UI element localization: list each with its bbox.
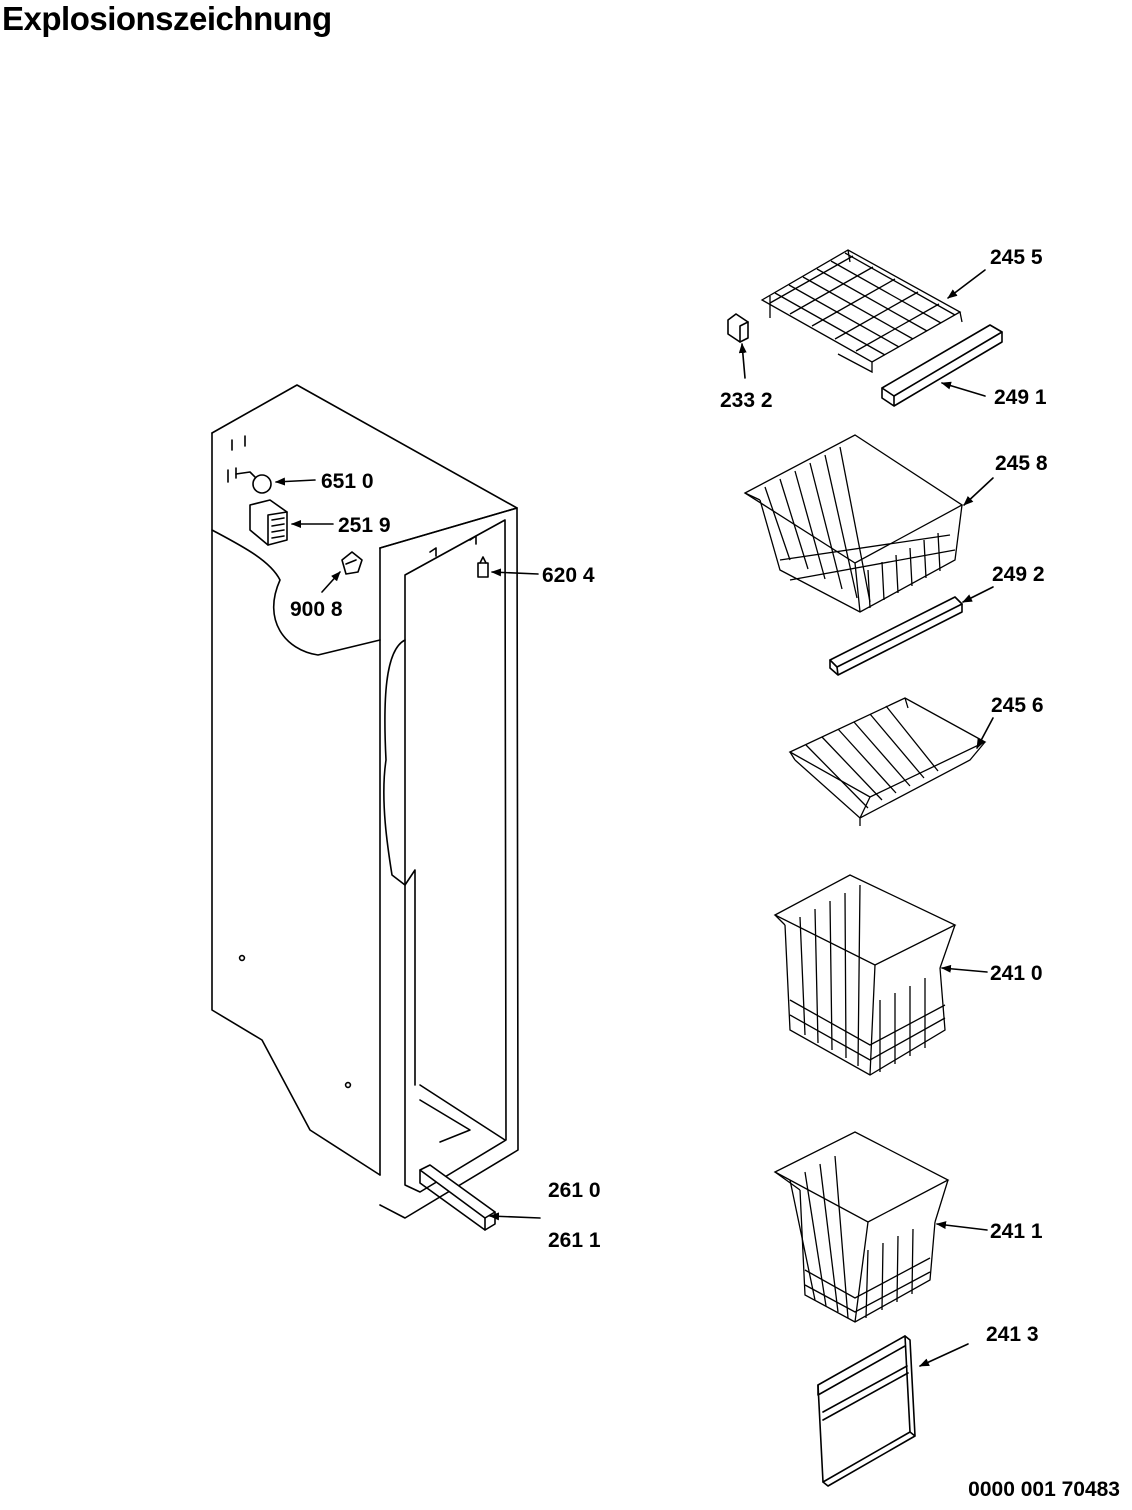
part-245-8-wire-basket bbox=[743, 434, 964, 613]
label-249-1: 249 1 bbox=[994, 386, 1047, 409]
part-900-8-clip bbox=[341, 551, 363, 575]
part-651-0-lamp bbox=[235, 471, 272, 494]
label-620-4: 620 4 bbox=[542, 564, 595, 587]
page-title: Explosionszeichnung bbox=[2, 0, 332, 37]
label-245-8: 245 8 bbox=[995, 452, 1048, 475]
label-900-8: 900 8 bbox=[290, 598, 343, 621]
part-241-1-drawer-basket bbox=[773, 1131, 950, 1323]
label-261-0: 261 0 bbox=[548, 1179, 601, 1202]
part-241-3-front-flap bbox=[817, 1335, 916, 1487]
part-249-1-trim-strip bbox=[881, 324, 1003, 407]
part-233-2-support-clip bbox=[727, 313, 749, 343]
label-245-5: 245 5 bbox=[990, 246, 1043, 269]
part-620-4-switch bbox=[477, 556, 489, 578]
label-241-0: 241 0 bbox=[990, 962, 1043, 985]
document-number: 0000 001 70483 bbox=[968, 1478, 1120, 1501]
label-233-2: 233 2 bbox=[720, 389, 773, 412]
part-261-hinge-bar bbox=[419, 1164, 496, 1231]
part-249-2-trim-strip bbox=[829, 596, 963, 676]
label-241-1: 241 1 bbox=[990, 1220, 1043, 1243]
leader-arrows bbox=[275, 269, 994, 1367]
label-251-9: 251 9 bbox=[338, 514, 391, 537]
part-241-0-drawer-basket bbox=[773, 874, 957, 1076]
freezer-cabinet bbox=[211, 384, 519, 1219]
label-241-3: 241 3 bbox=[986, 1323, 1039, 1346]
part-251-9-cover bbox=[249, 499, 288, 546]
label-249-2: 249 2 bbox=[992, 563, 1045, 586]
label-651-0: 651 0 bbox=[321, 470, 374, 493]
part-245-6-wire-shelf bbox=[788, 697, 987, 826]
label-261-1: 261 1 bbox=[548, 1229, 601, 1252]
part-245-5-wire-shelf bbox=[760, 249, 963, 374]
label-245-6: 245 6 bbox=[991, 694, 1044, 717]
